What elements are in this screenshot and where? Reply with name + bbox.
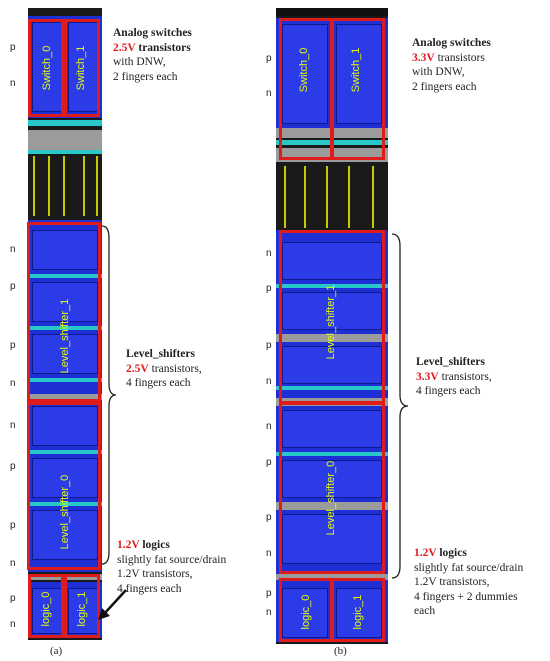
switch-label: Switch_1 [350, 47, 362, 93]
p-n-marker: p [10, 281, 16, 292]
p-n-marker: p [266, 53, 272, 64]
p-n-marker: p [266, 588, 272, 599]
annotation-text: 4 fingers + 2 dummies [414, 590, 518, 603]
annotation-text: each [414, 605, 436, 617]
level-shifter-box [27, 402, 101, 570]
level-shifter-label: Level_shifter_1 [325, 284, 337, 360]
logic-block-box [64, 574, 100, 638]
annotation-text: 2 fingers each [412, 80, 477, 93]
p-n-marker: p [10, 340, 16, 351]
p-n-marker: n [10, 78, 16, 89]
annotation-text: slightly fat source/drain [117, 553, 227, 566]
logic-block-box [28, 574, 64, 638]
level-shifter-box [27, 222, 101, 402]
logic-annotation: 1.2V logics slightly fat source/drain 1.… [414, 546, 523, 619]
annotation-text: 1.2V transistors, [414, 576, 490, 588]
p-n-marker: p [266, 457, 272, 468]
switch-label: Switch_0 [41, 45, 53, 91]
voltage-value: 2.5V [113, 41, 136, 54]
p-n-marker: p [266, 283, 272, 294]
annotation-text: 4 fingers each [416, 385, 481, 397]
voltage-value: 1.2V [414, 547, 437, 559]
p-n-marker: p [10, 593, 16, 604]
logic-annotation: 1.2V logics slightly fat source/drain 1.… [117, 538, 226, 596]
annotation-text: 1.2V transistors, [117, 568, 193, 580]
p-n-marker: n [10, 244, 16, 255]
annotation-text: transistors, [148, 362, 202, 375]
p-n-marker: n [10, 558, 16, 569]
annotation-text: with DNW, [113, 56, 166, 68]
level-shifter-label: Level_shifter_0 [325, 460, 337, 536]
annotation-title: Analog switches [412, 37, 491, 49]
p-n-marker: p [10, 520, 16, 531]
annotation-title: Level_shifters [416, 356, 485, 368]
level-shifter-brace [391, 233, 409, 579]
annotation-text: 4 fingers each [126, 377, 191, 389]
p-n-marker: n [266, 607, 272, 618]
logic-label: logic_1 [352, 594, 364, 630]
annotation-title: logics [436, 547, 467, 559]
p-n-marker: n [266, 421, 272, 432]
voltage-value: 2.5V [126, 362, 149, 375]
annotation-title: logics [139, 539, 170, 551]
logic-block-box [331, 578, 385, 642]
level-shifter-annotation: Level_shifters 2.5V transistors, 4 finge… [126, 347, 202, 391]
switch-label: Switch_1 [75, 45, 87, 91]
switch-block-box [64, 19, 100, 117]
p-n-marker: n [10, 619, 16, 630]
voltage-value: 3.3V [416, 370, 439, 383]
p-n-marker: p [266, 512, 272, 523]
annotation-text: transistors [434, 51, 485, 64]
annotation-text: 2 fingers each [113, 70, 178, 83]
level-shifter-brace [101, 225, 117, 565]
switch-block-box [331, 18, 385, 160]
switch-block-box [28, 19, 64, 117]
switch-annotation: Analog switches 2.5V transistors with DN… [113, 26, 192, 84]
p-n-marker: p [266, 340, 272, 351]
p-n-marker: n [266, 548, 272, 559]
annotation-title: Analog switches [113, 27, 192, 39]
panel-caption: (a) [50, 645, 63, 657]
logic-label: logic_1 [76, 591, 88, 627]
p-n-marker: n [10, 378, 16, 389]
switch-label: Switch_0 [298, 47, 310, 93]
level-shifter-label: Level_shifter_1 [59, 298, 71, 374]
annotation-text: with DNW, [412, 66, 465, 78]
p-n-marker: n [266, 376, 272, 387]
switch-annotation: Analog switches 3.3V transistors with DN… [412, 36, 491, 94]
annotation-text: transistors, [438, 370, 492, 383]
p-n-marker: n [266, 88, 272, 99]
panel-caption: (b) [334, 645, 347, 657]
annotation-title: Level_shifters [126, 348, 195, 360]
annotation-text: transistors [135, 41, 191, 54]
level-shifter-annotation: Level_shifters 3.3V transistors, 4 finge… [416, 355, 492, 399]
logic-label: logic_0 [300, 594, 312, 630]
p-n-marker: p [10, 461, 16, 472]
p-n-marker: n [266, 248, 272, 259]
level-shifter-label: Level_shifter_0 [59, 474, 71, 550]
annotation-text: slightly fat source/drain [414, 561, 524, 574]
p-n-marker: n [10, 420, 16, 431]
p-n-marker: p [10, 42, 16, 53]
level-shifter-box [279, 402, 385, 574]
logic-label: logic_0 [40, 591, 52, 627]
annotation-text: 4 fingers each [117, 582, 182, 595]
pointer-arrow [98, 589, 127, 620]
voltage-value: 1.2V [117, 539, 140, 551]
voltage-value: 3.3V [412, 51, 435, 64]
